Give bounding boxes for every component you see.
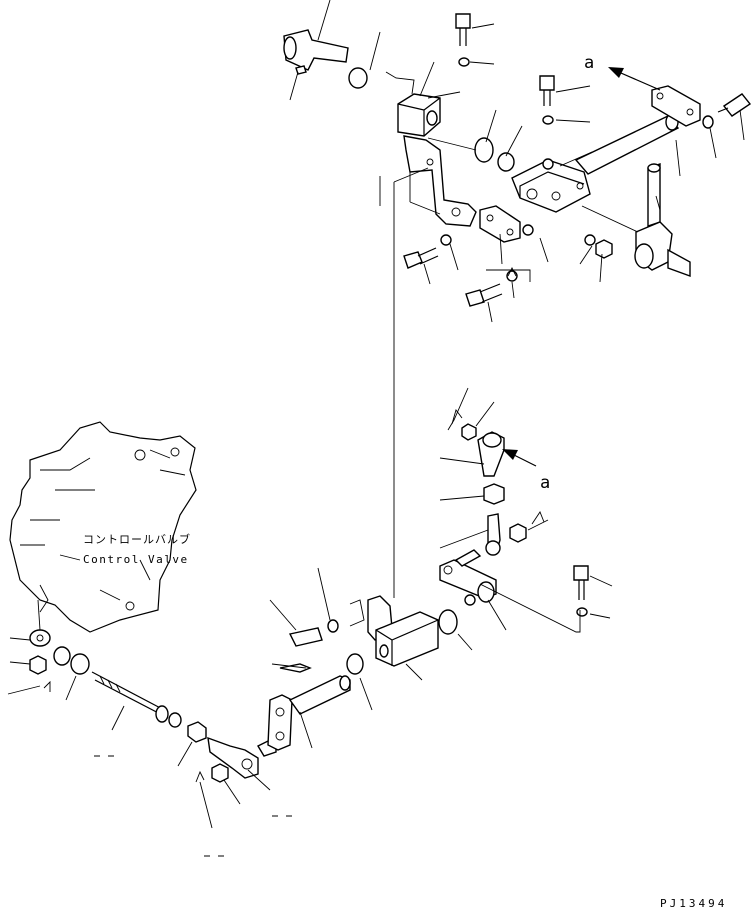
control-lever-handle bbox=[584, 163, 691, 277]
control-valve bbox=[9, 421, 197, 633]
control-valve-label-en: Control Valve bbox=[83, 553, 189, 566]
lower-bracket bbox=[367, 594, 476, 667]
upper-bracket bbox=[283, 13, 515, 227]
cotter-pins bbox=[43, 266, 545, 783]
drawing-number: PJ13494 bbox=[660, 897, 727, 908]
connection-lines bbox=[349, 91, 639, 633]
view-marker-top-label: a bbox=[584, 53, 594, 73]
view-marker-mid bbox=[502, 449, 537, 467]
reference-dashes bbox=[94, 755, 292, 857]
leader-lines bbox=[7, 0, 745, 829]
upper-right-lever bbox=[511, 75, 752, 213]
lower-rod-assembly bbox=[29, 629, 277, 783]
lower-lever bbox=[267, 619, 364, 751]
control-valve-label-jp: コントロールバルブ bbox=[83, 532, 191, 546]
upper-link-plate bbox=[403, 205, 534, 307]
view-marker-mid-label: a bbox=[540, 473, 550, 493]
view-marker-top bbox=[608, 67, 661, 91]
